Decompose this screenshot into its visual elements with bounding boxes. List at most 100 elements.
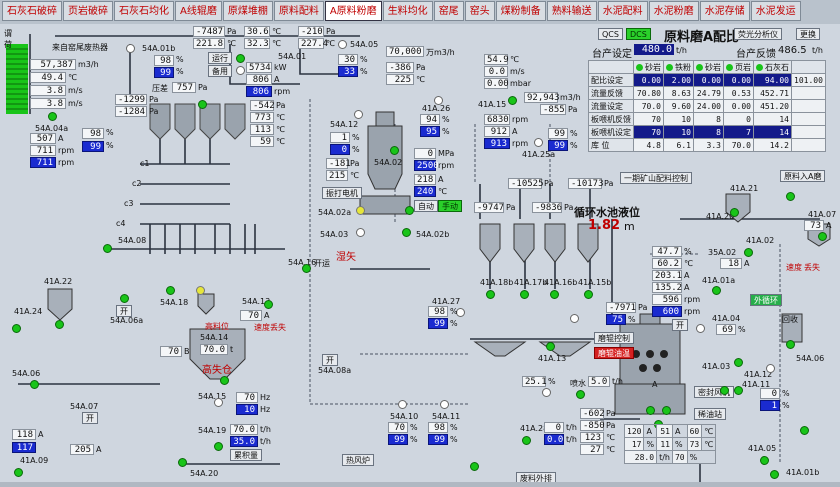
belt-02-indicator[interactable] xyxy=(744,248,753,257)
conveyor-16-indicator[interactable] xyxy=(302,264,311,273)
valve-27-indicator[interactable] xyxy=(456,308,465,317)
ratio-cell[interactable]: 2.00 xyxy=(663,73,694,87)
mill-drive-indicator-2[interactable] xyxy=(662,406,671,415)
ratio-cell[interactable]: 7 xyxy=(723,125,754,139)
external-circulation-button[interactable]: 外循环 xyxy=(750,294,782,306)
production-setpoint[interactable]: 480.0 xyxy=(634,44,674,55)
tab-9[interactable]: 窑头 xyxy=(464,1,495,21)
standby-button[interactable]: 备用 xyxy=(208,65,232,77)
mine-batching-control-button[interactable]: 一期矿山配料控制 xyxy=(620,172,692,184)
feeder-02c-indicator[interactable] xyxy=(402,228,411,237)
separator-13-indicator[interactable] xyxy=(264,300,273,309)
feeder-02b-indicator[interactable] xyxy=(405,206,414,215)
gate-01b-indicator[interactable] xyxy=(770,470,779,479)
ratio-cell[interactable]: 14 xyxy=(753,125,792,139)
qcs-button[interactable]: QCS xyxy=(598,28,623,40)
valve-06a-indicator[interactable] xyxy=(120,294,129,303)
ratio-cell[interactable]: 0.00 xyxy=(723,73,754,87)
valve-25a-indicator[interactable] xyxy=(534,138,543,147)
feeder-24-indicator[interactable] xyxy=(12,324,21,333)
ratio-cell[interactable]: 94.00 xyxy=(753,73,792,87)
tab-0[interactable]: 石灰石破碎 xyxy=(2,1,62,21)
feeder-18b-belt-indicator[interactable] xyxy=(486,290,495,299)
analyzer-button[interactable]: 荧光分析仪 xyxy=(734,28,782,40)
valve-07-button[interactable]: 开 xyxy=(82,412,98,424)
run-button[interactable]: 运行 xyxy=(208,52,232,64)
dcs-button[interactable]: DCS xyxy=(626,28,651,40)
conveyor-06-indicator[interactable] xyxy=(30,380,39,389)
tab-10[interactable]: 煤粉制备 xyxy=(495,1,546,21)
tab-8[interactable]: 窑尾 xyxy=(433,1,464,21)
fan-03-indicator[interactable] xyxy=(734,358,743,367)
valve-mill-indicator[interactable] xyxy=(570,314,579,323)
tab-12[interactable]: 水泥配料 xyxy=(597,1,648,21)
separator-indicator[interactable] xyxy=(390,146,399,155)
gate-20-indicator[interactable] xyxy=(786,192,795,201)
valve-open-button[interactable]: 开 xyxy=(116,305,132,317)
tab-15[interactable]: 水泥发运 xyxy=(750,1,801,21)
conveyor-head-indicator[interactable] xyxy=(103,244,112,253)
tab-1[interactable]: 页岩破碎 xyxy=(63,1,113,21)
bin-14-indicator[interactable] xyxy=(220,376,229,385)
ratio-cell[interactable]: 0.00 xyxy=(693,73,724,87)
feeder-02a-indicator[interactable] xyxy=(356,206,365,215)
feeder-03-indicator[interactable] xyxy=(356,228,365,237)
hot-air-furnace-button[interactable]: 热风炉 xyxy=(342,454,374,466)
tab-6[interactable]: A原料粉磨 xyxy=(324,1,382,21)
fan-01-standby-indicator[interactable] xyxy=(236,66,245,75)
ratio-cell[interactable]: 70 xyxy=(633,125,664,139)
feeder-18-indicator[interactable] xyxy=(196,286,205,295)
valve-indicator[interactable] xyxy=(126,44,135,53)
fan-09-indicator[interactable] xyxy=(14,468,23,477)
feeder-18b-indicator[interactable] xyxy=(166,286,175,295)
fan-15-indicator[interactable] xyxy=(508,96,517,105)
elevator-07-indicator[interactable] xyxy=(818,232,827,241)
fan-06-indicator[interactable] xyxy=(800,426,809,435)
valve-26-indicator[interactable] xyxy=(434,96,443,105)
vibrator-motor-button[interactable]: 振打电机 xyxy=(322,187,362,199)
seal-fan-indicator[interactable] xyxy=(720,386,729,395)
accumulate-button[interactable]: 累积量 xyxy=(230,449,262,461)
roller-oil-temp-alarm[interactable]: 磨辊油温 xyxy=(594,347,634,359)
damper-04-indicator[interactable] xyxy=(696,324,705,333)
damper-10-indicator[interactable] xyxy=(398,400,407,409)
gate-01c-indicator[interactable] xyxy=(470,462,479,471)
ratio-cell[interactable]: 0.00 xyxy=(633,73,664,87)
feeder-20-indicator[interactable] xyxy=(730,208,739,217)
manual-mode-button[interactable]: 手动 xyxy=(438,200,462,212)
separator-01a-indicator[interactable] xyxy=(712,286,721,295)
gate-recovery-indicator[interactable] xyxy=(786,340,795,349)
scale-19-indicator[interactable] xyxy=(214,442,223,451)
feeder-15b-indicator[interactable] xyxy=(584,290,593,299)
tab-3[interactable]: A线辊磨 xyxy=(175,1,222,21)
damper-05-indicator[interactable] xyxy=(338,40,347,49)
damper-12-indicator[interactable] xyxy=(354,110,363,119)
gate-05-indicator[interactable] xyxy=(760,456,769,465)
tab-7[interactable]: 生料均化 xyxy=(382,1,433,21)
bottom-scrollbar[interactable] xyxy=(0,482,840,487)
fan-status-indicator[interactable] xyxy=(48,112,57,121)
tab-4[interactable]: 原煤堆棚 xyxy=(222,1,273,21)
start-01a-button[interactable]: 开 xyxy=(672,319,688,331)
feeder-indicator[interactable] xyxy=(55,320,64,329)
feeder-28-indicator[interactable] xyxy=(522,436,531,445)
water-spray-valve-indicator[interactable] xyxy=(542,388,551,397)
tab-11[interactable]: 熟料输送 xyxy=(546,1,597,21)
change-button[interactable]: 更换 xyxy=(796,28,820,40)
valve-08a-open-button[interactable]: 开 xyxy=(322,354,338,366)
ratio-cell[interactable]: 8 xyxy=(693,125,724,139)
damper-12b-indicator[interactable] xyxy=(766,364,775,373)
mill-drive-indicator-1[interactable] xyxy=(646,406,655,415)
tab-14[interactable]: 水泥存储 xyxy=(699,1,750,21)
feeder-17b-indicator[interactable] xyxy=(520,290,529,299)
tab-13[interactable]: 水泥粉磨 xyxy=(648,1,699,21)
fan-01-run-indicator[interactable] xyxy=(236,54,245,63)
silo-status-indicator[interactable] xyxy=(198,100,207,109)
mill-roller-control-button[interactable]: 磨辊控制 xyxy=(594,332,634,344)
seal-fan-indicator-2[interactable] xyxy=(734,386,743,395)
tab-2[interactable]: 石灰石均化 xyxy=(114,1,174,21)
feeder-16b-indicator[interactable] xyxy=(550,290,559,299)
ratio-cell[interactable]: 10 xyxy=(663,125,694,139)
hopper-13-indicator[interactable] xyxy=(546,342,555,351)
conveyor-20-indicator[interactable] xyxy=(178,458,187,467)
